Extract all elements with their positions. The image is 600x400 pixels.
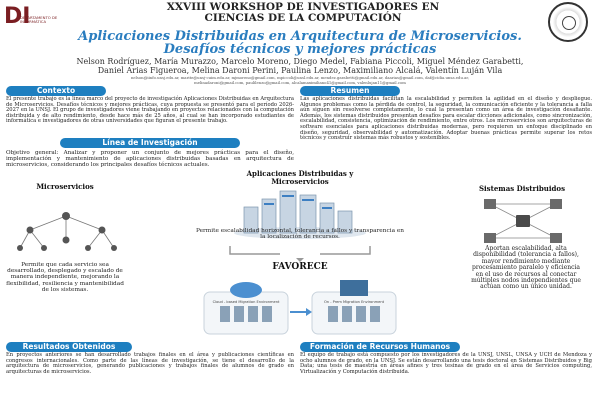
resultados-text: En proyectos anteriores se han desarroll… bbox=[6, 352, 294, 375]
logo-text: DEPARTAMENTO DE INFORMÁTICA bbox=[20, 15, 58, 25]
workshop-title-line1: XXVIII WORKSHOP DE INVESTIGADORES EN bbox=[166, 1, 440, 13]
department-logo: DI DEPARTAMENTO DE INFORMÁTICA bbox=[4, 6, 60, 34]
linea-text: Objetivo general: Analizar y proponer un… bbox=[6, 150, 294, 168]
workshop-title-line2: CIENCIAS DE LA COMPUTACIÓN bbox=[204, 12, 402, 24]
resultados-heading: Resultados Obtenidos bbox=[6, 342, 132, 352]
microservices-diagram bbox=[10, 210, 122, 260]
distributed-network-icon bbox=[484, 199, 562, 243]
onprem-label: On - Prem Migration Environment bbox=[323, 300, 385, 304]
poster-title: Aplicaciones Distribuidas en Arquitectur… bbox=[60, 30, 540, 56]
center-text: Permite escalabilidad horizontal, tolera… bbox=[195, 228, 405, 241]
formacion-text: El equipo de trabajo está compuesto por … bbox=[300, 352, 592, 375]
distributed-systems-diagram bbox=[478, 196, 568, 246]
author-emails: nelson@iinfo.unsj.edu.ar, marite@unsj-cu… bbox=[20, 75, 580, 85]
server-towers-icon bbox=[234, 190, 366, 239]
contexto-heading: Contexto bbox=[6, 86, 106, 96]
authors: Nelson Rodríguez, María Murazzo, Marcelo… bbox=[20, 57, 580, 75]
center-title: Aplicaciones Distribuidas y Microservici… bbox=[220, 170, 380, 185]
favorece-arrows bbox=[210, 244, 390, 262]
authors-line2: Daniel Arias Figueroa, Melina Daroni Per… bbox=[97, 65, 503, 75]
linea-heading: Línea de Investigación bbox=[60, 138, 240, 148]
sistemas-text: Aportan escalabilidad, alta disponibilid… bbox=[471, 245, 581, 291]
cloud-migration-icon bbox=[203, 280, 397, 335]
workshop-title: XXVIII WORKSHOP DE INVESTIGADORES EN CIE… bbox=[118, 2, 488, 24]
emails-line2: melinadaroni@gmail.com, paulilenzo@gmail… bbox=[194, 79, 406, 85]
microservices-network-icon bbox=[17, 212, 117, 251]
poster-title-line1: Aplicaciones Distribuidas en Arquitectur… bbox=[78, 29, 522, 44]
poster-title-line2: Desafíos técnicos y mejores prácticas bbox=[163, 42, 437, 57]
emails-line1: nelson@iinfo.unsj.edu.ar, marite@unsj-cu… bbox=[130, 75, 469, 80]
logo-letters: DI bbox=[4, 4, 31, 29]
arrow-down-icon bbox=[229, 246, 371, 262]
sistemas-title: Sistemas Distribuidos bbox=[478, 184, 566, 193]
server-stack-illustration bbox=[230, 185, 370, 240]
formacion-heading: Formación de Recursos Humanos bbox=[300, 342, 460, 352]
university-seal-icon bbox=[548, 2, 588, 42]
microservicios-text: Permite que cada servicio sea desarrolla… bbox=[6, 262, 124, 293]
resumen-heading: Resumen bbox=[300, 86, 400, 96]
center-title-line1: Aplicaciones Distribuidas y bbox=[246, 169, 354, 178]
resumen-text: Las aplicaciones distribuidas facilitan … bbox=[300, 96, 592, 142]
center-title-line2: Microservicios bbox=[271, 176, 329, 186]
favorece-label: FAVORECE bbox=[272, 262, 328, 272]
cloud-label: Cloud - based Migration Environment bbox=[212, 300, 280, 304]
contexto-text: El presente trabajo es la línea marco de… bbox=[6, 96, 294, 125]
migration-diagram: Cloud - based Migration Environment On -… bbox=[200, 278, 400, 338]
microservicios-title: Microservicios bbox=[36, 182, 94, 191]
authors-line1: Nelson Rodríguez, María Murazzo, Marcelo… bbox=[76, 57, 524, 66]
